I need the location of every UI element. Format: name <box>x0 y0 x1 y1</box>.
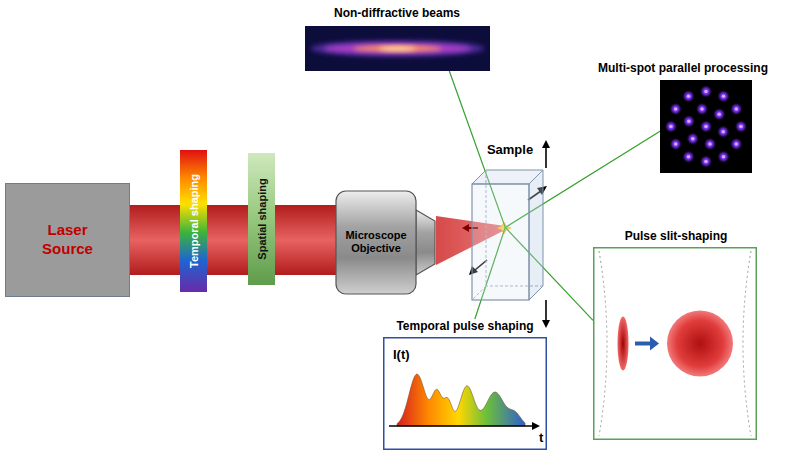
laser-spot <box>715 110 723 118</box>
axis-label: t <box>539 430 543 445</box>
beam-glow <box>324 44 472 54</box>
slit-shaping-panel: Pulse slit-shaping <box>593 229 757 440</box>
laser-spot <box>719 128 727 136</box>
laser-spot-core <box>721 130 725 134</box>
laser-spot-core <box>722 155 726 159</box>
laser-spot <box>702 157 710 165</box>
motion-arrowhead <box>542 320 550 328</box>
beam-image-frame <box>305 26 490 71</box>
cube-hidden-edges <box>472 170 543 300</box>
temporal-shaper-bar: Temporal shaping <box>180 150 207 292</box>
laser-spot <box>684 153 692 161</box>
time-axis <box>389 425 533 426</box>
pulse-shaping-panel: Temporal pulse shaping <box>383 319 547 450</box>
panel-heading: Pulse slit-shaping <box>625 229 728 244</box>
beam-glow <box>353 46 442 52</box>
laser-spot <box>732 140 740 148</box>
laser-spot-core <box>717 112 721 116</box>
panel-heading: Multi-spot parallel processing <box>598 61 768 76</box>
laser-spot <box>685 117 693 125</box>
objective-body <box>336 191 416 294</box>
microscope-objective: Microscope Objective <box>335 190 437 295</box>
laser-spot <box>719 153 727 161</box>
laser-spot-core <box>669 125 673 129</box>
laser-spot <box>706 140 714 148</box>
beam-image: Non-diffractive beams <box>305 6 490 71</box>
spot-image-ground <box>660 80 752 173</box>
panel-heading: Non-diffractive beams <box>334 6 460 21</box>
laser-spot-core <box>735 142 739 146</box>
spatial-shaper-bar: Spatial shaping <box>248 153 275 285</box>
beam-envelope <box>599 251 751 436</box>
bar-label: Temporal shaping <box>187 174 201 268</box>
laser-spot <box>671 105 679 113</box>
shaped-pulse-profile <box>397 374 525 426</box>
laser-spot <box>732 105 740 113</box>
panel-heading: Temporal pulse shaping <box>396 319 533 334</box>
beam-direction-arrowhead <box>462 224 469 232</box>
laser-spot-core <box>739 125 743 129</box>
laser-spot-core <box>691 137 695 141</box>
sample-cube: Sample <box>470 142 545 303</box>
laser-spot-core <box>704 125 708 129</box>
laser-spot-core <box>704 90 708 94</box>
laser-spot <box>667 122 675 130</box>
multi-spot-image: Multi-spot parallel processing <box>596 61 770 173</box>
laser-spot-core <box>735 107 739 111</box>
panel-border <box>384 338 547 450</box>
motion-arrow <box>545 300 547 321</box>
motion-arrowhead <box>542 140 550 148</box>
slit-shaping-panel-frame <box>593 247 757 440</box>
panel-heading: Sample <box>487 142 533 157</box>
transform-arrow <box>635 342 651 346</box>
laser-spot <box>689 135 697 143</box>
laser-spot-core <box>708 142 712 146</box>
beam-glow <box>379 47 416 51</box>
laser-spot <box>702 87 710 95</box>
laser-spot <box>737 122 745 130</box>
beam-image-ground <box>305 26 490 71</box>
panel-border <box>594 248 757 440</box>
multi-spot-image-frame <box>660 80 752 173</box>
laser-spot <box>698 105 706 113</box>
laser-spot-core <box>687 155 691 159</box>
cube-front-face <box>472 184 529 300</box>
laser-spot-core <box>722 94 726 98</box>
laser-spot-core <box>687 94 691 98</box>
axis-label: I(t) <box>393 347 410 362</box>
laser-spot-core <box>674 142 678 146</box>
laser-spot <box>719 92 727 100</box>
cube-side-face <box>529 170 543 300</box>
box-label: Laser Source <box>32 221 104 259</box>
time-axis-arrowhead <box>532 422 540 430</box>
sample-cube-frame <box>470 168 545 303</box>
beam-glow <box>311 41 485 57</box>
laser-spot-core <box>687 119 691 123</box>
slit-shaped-pulse <box>618 317 629 371</box>
objective-label: Microscope Objective <box>337 229 415 257</box>
laser-spot <box>671 140 679 148</box>
laser-spot-core <box>700 107 704 111</box>
laser-spot <box>702 122 710 130</box>
laser-spot-core <box>704 160 708 164</box>
transform-arrowhead <box>650 337 659 351</box>
laser-spot-core <box>674 107 678 111</box>
laser-source-box: Laser Source <box>5 183 130 297</box>
bar-label: Spatial shaping <box>255 178 269 259</box>
laser-spot <box>684 92 692 100</box>
motion-arrow <box>545 147 547 168</box>
round-focal-spot <box>667 311 733 377</box>
laser-beam <box>130 205 338 275</box>
objective-nose <box>416 210 435 275</box>
